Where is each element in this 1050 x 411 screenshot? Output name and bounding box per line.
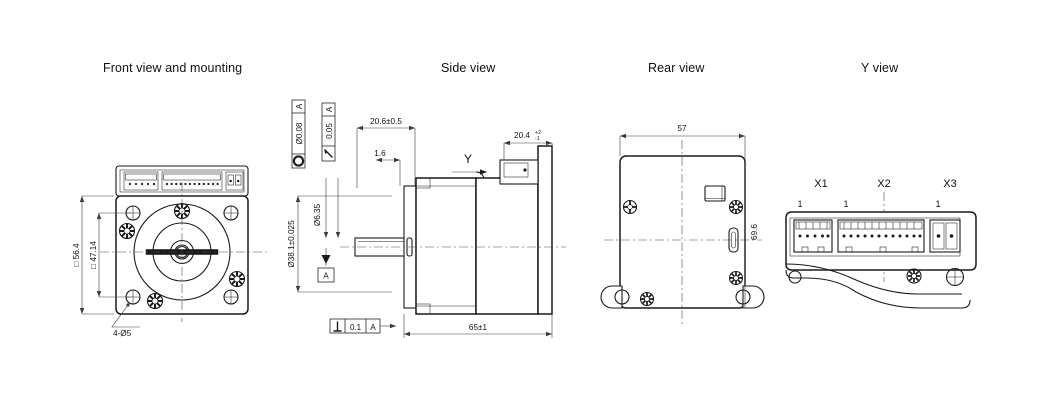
rear-foot-hole-right bbox=[735, 289, 751, 305]
side-dim-shaft-diameter: Ø6.35 bbox=[313, 178, 341, 238]
side-connector-detail bbox=[503, 162, 529, 178]
rear-dim-57-label: 57 bbox=[677, 124, 687, 133]
gdt-concentricity-frame: Ø0.08 A bbox=[291, 99, 306, 169]
y-view-connector-x1 bbox=[793, 219, 833, 253]
gdt-runout-datum: A bbox=[325, 106, 334, 112]
y-view-connector-x3 bbox=[929, 219, 961, 253]
side-body-edges bbox=[416, 185, 476, 307]
side-dim-shaft-diameter-label: Ø6.35 bbox=[313, 203, 322, 226]
side-dim-65-label: 65±1 bbox=[469, 323, 488, 332]
front-connector-x2 bbox=[161, 171, 223, 191]
y-view-connector-x3-label: X3 bbox=[943, 178, 956, 190]
y-view-pin1-x2: 1 bbox=[843, 199, 848, 209]
rear-foot-left bbox=[600, 285, 623, 309]
y-view-base-curve bbox=[785, 263, 962, 295]
side-connector-pin bbox=[523, 168, 527, 172]
y-view-base-hardware bbox=[788, 267, 965, 287]
side-dim-20-4-tol-upper: +2 bbox=[535, 130, 541, 136]
side-dim-1-6-label: 1.6 bbox=[374, 149, 386, 158]
rear-foot-right bbox=[742, 285, 765, 309]
front-connector-plate bbox=[119, 169, 245, 193]
side-y-view-label: Y bbox=[464, 152, 472, 166]
rear-housing bbox=[619, 155, 746, 309]
side-dim-20-4-tol-lower: -1 bbox=[535, 136, 540, 142]
gdt-perpendicularity-frame: 0.1 A bbox=[329, 318, 396, 334]
y-view-connector-x2 bbox=[837, 219, 925, 253]
y-view-base-contour bbox=[785, 269, 971, 309]
view-title-front: Front view and mounting bbox=[103, 61, 243, 75]
side-dim-20-4: 20.4 +2 -1 bbox=[503, 130, 553, 160]
side-dim-1-6: 1.6 bbox=[374, 149, 401, 186]
side-body-lip-bot bbox=[415, 303, 431, 315]
front-mounting-holes bbox=[125, 205, 239, 305]
rear-dim-57: 57 bbox=[619, 124, 746, 156]
y-view-pin1-x1: 1 bbox=[797, 199, 802, 209]
front-dim-56-4: □ 56.4 bbox=[72, 195, 114, 315]
side-y-view-marker: Y bbox=[452, 152, 487, 175]
side-body-lip-top bbox=[415, 177, 431, 189]
rear-view-group: 57 bbox=[600, 124, 765, 324]
rear-screws bbox=[622, 199, 744, 307]
front-dim-47-14-label: □ 47.14 bbox=[89, 241, 98, 269]
side-dim-20-4-label: 20.4 bbox=[514, 131, 530, 140]
side-motor-body bbox=[415, 177, 477, 315]
front-callout-4-d5-label: 4-Ø5 bbox=[113, 329, 132, 338]
side-dim-20-6-label: 20.6±0.5 bbox=[370, 117, 402, 126]
datum-a-label: A bbox=[323, 272, 329, 281]
y-view-connector-x1-label: X1 bbox=[814, 178, 827, 190]
gdt-perp-datum: A bbox=[370, 323, 376, 332]
front-view-group: □ 56.4 □ 47.14 4-Ø5 bbox=[72, 165, 268, 338]
rear-dim-69-6: 69.6 bbox=[744, 156, 759, 308]
y-view-connector-x2-label: X2 bbox=[877, 178, 890, 190]
gdt-concentricity-tol: Ø0.08 bbox=[295, 122, 304, 144]
side-view-group: Ø0.08 A 0.05 A bbox=[287, 99, 566, 338]
y-view-group: X1 X2 X3 1 1 1 bbox=[785, 178, 977, 309]
front-dim-56-4-label: □ 56.4 bbox=[72, 243, 81, 267]
gdt-runout-frame: 0.05 A bbox=[321, 102, 336, 162]
side-dim-20-6: 20.6±0.5 bbox=[356, 117, 416, 188]
gdt-runout-tol: 0.05 bbox=[325, 123, 334, 139]
view-title-rear: Rear view bbox=[648, 61, 705, 75]
side-rear-cap bbox=[537, 145, 553, 315]
rear-label-window bbox=[704, 185, 726, 202]
y-view-pin1-x3: 1 bbox=[935, 199, 940, 209]
side-electronics-body bbox=[475, 177, 539, 315]
gdt-concentricity-datum: A bbox=[295, 103, 304, 109]
view-title-y: Y view bbox=[861, 61, 899, 75]
view-title-side: Side view bbox=[441, 61, 496, 75]
side-dim-pilot-diameter-label: Ø38.1±0.025 bbox=[287, 220, 296, 268]
front-callout-4-d5: 4-Ø5 bbox=[111, 303, 140, 338]
front-dim-47-14: □ 47.14 bbox=[89, 212, 131, 298]
datum-a-marker: A bbox=[317, 248, 335, 283]
gdt-perp-tol: 0.1 bbox=[350, 323, 362, 332]
side-dim-65: 65±1 bbox=[403, 314, 553, 338]
side-dim-pilot-diameter: Ø38.1±0.025 bbox=[287, 195, 392, 293]
front-connector-x1 bbox=[123, 171, 159, 191]
rear-foot-hole-left bbox=[614, 289, 630, 305]
rear-dim-69-6-label: 69.6 bbox=[750, 224, 759, 240]
front-connector-x3 bbox=[225, 171, 244, 191]
